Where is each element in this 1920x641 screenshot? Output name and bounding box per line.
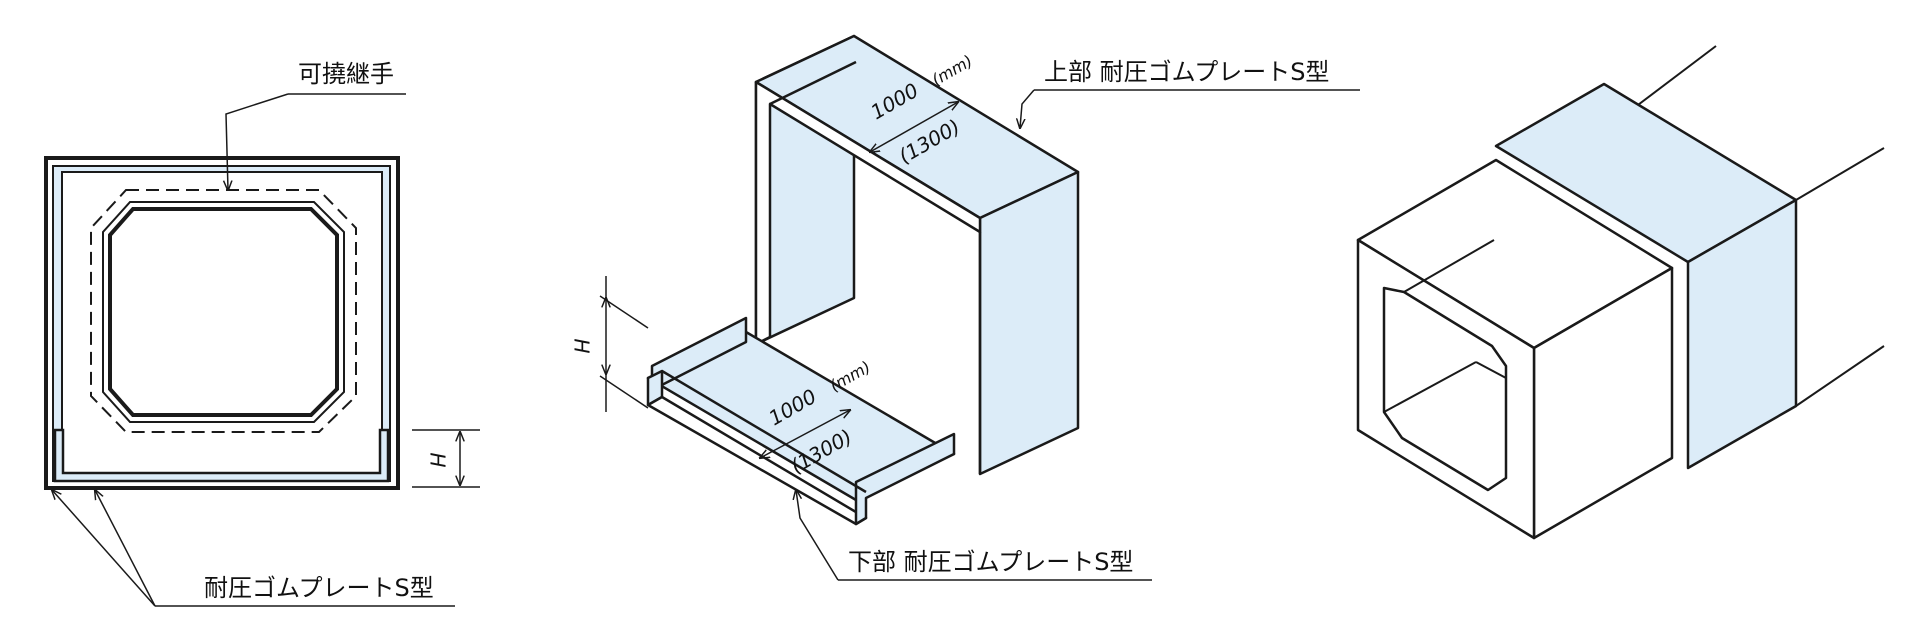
lower-right-flange — [854, 432, 956, 526]
upper-right-leg-face — [978, 170, 1080, 476]
upper-length-unit: (mm) — [929, 51, 976, 89]
exploded-height-label: H — [570, 338, 594, 353]
joint-hollow — [108, 207, 339, 417]
exploded-view: 1000 (mm) (1300) 上部 耐圧ゴムプレートS型 1000 (mm)… — [570, 34, 1360, 581]
section-plate-label: 耐圧ゴムプレートS型 — [204, 574, 434, 602]
joint-dashed-outline — [90, 189, 357, 433]
bottom-plate-channel — [53, 428, 390, 483]
joint-label: 可撓継手 — [298, 60, 394, 88]
section-height-label: H — [426, 452, 450, 467]
section-view: 可撓継手 H 耐圧ゴムプレートS型 — [44, 60, 480, 607]
assembled-view — [1356, 45, 1885, 540]
upper-plate-label: 上部 耐圧ゴムプレートS型 — [1044, 58, 1329, 86]
lower-rubber-plate — [646, 316, 956, 526]
lower-plate-label: 下部 耐圧ゴムプレートS型 — [848, 548, 1133, 576]
joint-band-side — [1686, 198, 1798, 470]
culvert-opening-inner-lines — [1383, 239, 1507, 413]
lower-length-unit: (mm) — [827, 357, 874, 395]
joint-inner-outline — [102, 201, 345, 423]
culvert-opening — [1382, 286, 1508, 492]
